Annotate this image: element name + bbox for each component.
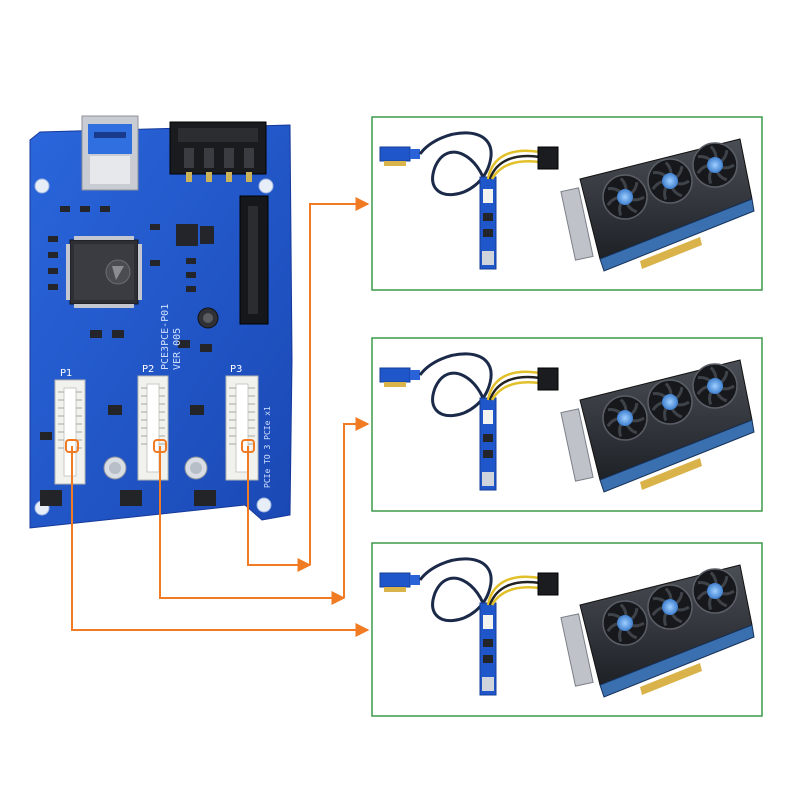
fan-hub [707,157,723,173]
gpu-pcb-edge [599,198,755,272]
gpu-gold-fingers [640,663,702,695]
gpu-fan-3 [692,568,738,614]
pcie-x1-adapter [379,572,411,588]
fan-hub [662,394,678,410]
fan-hub [617,410,633,426]
slot-contact-markers [65,439,255,453]
pcie-x1-adapter [379,367,411,383]
gpu-fan-3 [692,363,738,409]
mounting-hole [34,178,50,194]
connection-line-p2 [159,446,346,605]
triple-fan-graphics-card [560,138,755,272]
riser-panel-2 [371,337,763,512]
slot-label-p3: P3 [230,364,242,375]
slot-label-p1: P1 [60,368,72,379]
gpu-fan-2 [647,158,693,204]
voltage-regulators [40,405,216,506]
riser-panel-1 [371,116,763,291]
triple-fan-graphics-card [560,564,755,698]
connection-line-p1 [71,446,370,637]
usb-cable [418,131,493,197]
gpu-fan-1 [602,600,648,646]
gpu-gold-fingers [640,458,702,490]
fan-hub [662,173,678,189]
pcie-x1-adapter [379,146,411,162]
gpu-fan-1 [602,174,648,220]
gpu-io-bracket [560,408,594,482]
fan-hub [617,189,633,205]
gpu-io-bracket [560,187,594,261]
gpu-pcb-edge [599,624,755,698]
board-model-text: PCE3PCE-P01 [160,304,171,370]
usb-cable [418,352,493,418]
gpu-io-bracket [560,613,594,687]
pcie-switch-chip [66,236,142,308]
gpu-fan-3 [692,142,738,188]
connection-lines [71,197,370,637]
inductor [203,313,213,323]
connection-line-to-panel-1 [309,197,370,565]
gpu-gold-fingers [640,237,702,269]
usb-cable [418,557,493,623]
slot-label-p2: P2 [142,364,154,375]
gpu-pcb-edge [599,419,755,493]
board-note-text: PCIe TO 3 PCIe x1 [263,406,272,488]
connection-line-p3 [247,446,312,572]
pcie-slot-p1: P1 [54,368,86,485]
smd-components [48,206,214,352]
usb-3-connector [81,115,139,191]
sata-power-plug [537,572,559,596]
molex-power-connector [169,121,267,182]
sata-power-plug [537,367,559,391]
pcie-expansion-board: PCE3PCE-P01 VER 005 PCIe TO 3 PCIe x1 P1 [29,115,293,529]
fan-hub [662,599,678,615]
sata-connector [239,195,269,325]
gpu-fan-2 [647,379,693,425]
pcie-slot-p3: P3 [225,364,259,481]
riser-card-with-usb-cable [379,557,559,696]
triple-fan-graphics-card [560,359,755,493]
gpu-fan-1 [602,395,648,441]
riser-card-with-usb-cable [379,352,559,491]
riser-card-with-usb-cable [379,131,559,270]
capacitor [184,456,208,480]
fan-hub [707,378,723,394]
connection-line-to-panel-2 [343,417,370,598]
gpu-fan-2 [647,584,693,630]
mounting-hole [258,178,274,194]
fan-hub [617,615,633,631]
mounting-hole [256,497,272,513]
riser-panel-3 [371,542,763,717]
fan-hub [707,583,723,599]
pcie-slot-p2: P2 [137,364,169,481]
board-version-text: VER 005 [172,328,183,370]
capacitor [103,456,127,480]
sata-power-plug [537,146,559,170]
